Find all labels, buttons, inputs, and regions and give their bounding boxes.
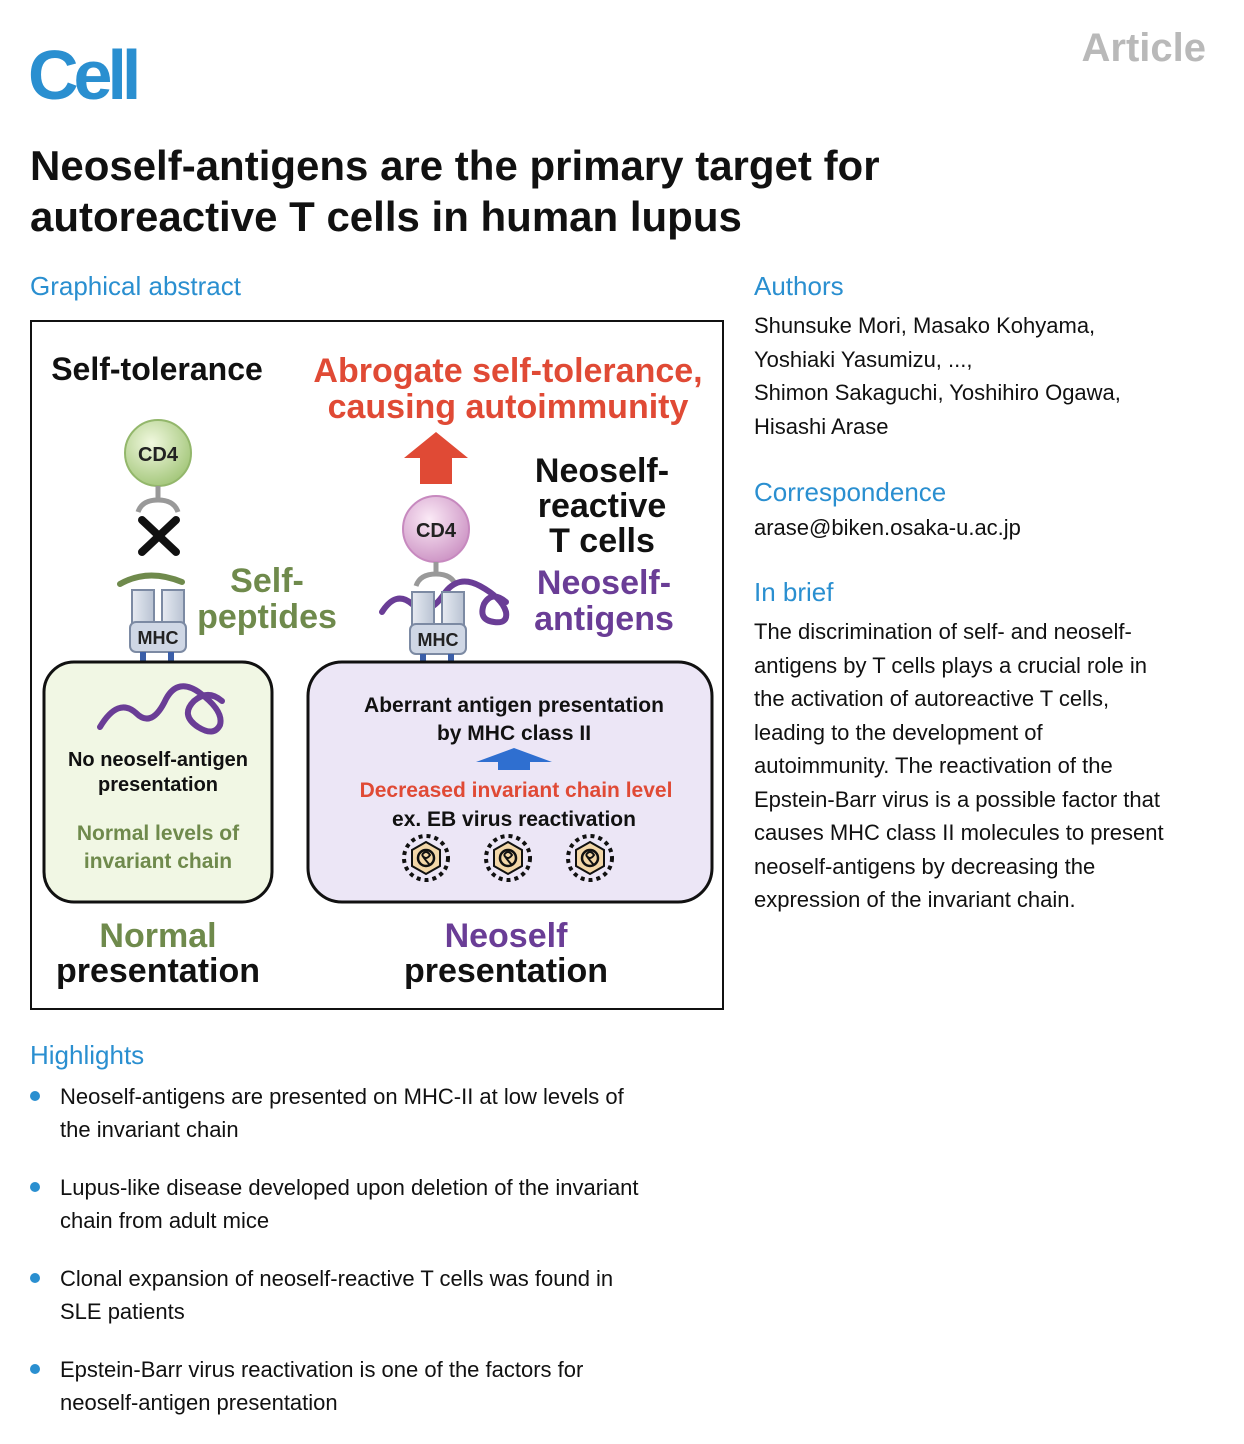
neoself-reactive-label-3: T cells — [549, 522, 655, 560]
author-line: Yoshiaki Yasumizu, ..., — [754, 346, 973, 372]
neoself-box-line-3: Decreased invariant chain level — [360, 779, 673, 802]
authors-list: Shunsuke Mori, Masako Kohyama, Yoshiaki … — [754, 309, 1214, 443]
in-brief-heading: In brief — [754, 577, 834, 607]
normal-box-line-4: invariant chain — [84, 850, 232, 873]
cd4-tcell-left: CD4 — [124, 419, 192, 513]
in-brief-line: neoself-antigens by decreasing the — [754, 853, 1096, 879]
bullet-icon — [30, 1182, 40, 1192]
abrogate-title-2: causing autoimmunity — [328, 388, 689, 426]
highlights-list: Neoself-antigens are presented on MHC-II… — [30, 1080, 730, 1444]
author-line: Shunsuke Mori, Masako Kohyama, — [754, 313, 1096, 338]
self-peptide-strand — [117, 572, 185, 587]
svg-text:CD4: CD4 — [416, 520, 457, 542]
abrogate-title-1: Abrogate self-tolerance, — [313, 352, 702, 390]
neoself-box-line-1: Aberrant antigen presentation — [364, 694, 664, 717]
eb-virus-icon — [402, 834, 450, 882]
in-brief-text: The discrimination of self- and neoself-… — [754, 615, 1224, 917]
highlight-item: Neoself-antigens are presented on MHC-II… — [30, 1080, 730, 1171]
in-brief-line: causes MHC class II molecules to present — [754, 820, 1164, 845]
correspondence-heading: Correspondence — [754, 477, 947, 507]
neoself-box-line-2: by MHC class II — [437, 722, 591, 745]
neoself-footer-2: presentation — [404, 952, 608, 990]
in-brief-line: the activation of autoreactive T cells, — [754, 686, 1110, 711]
in-brief-line: The discrimination of self- and neoself- — [754, 619, 1132, 644]
correspondence-email[interactable]: arase@biken.osaka-u.ac.jp — [754, 515, 1021, 540]
journal-logo: Cell — [28, 36, 141, 114]
in-brief-line: expression of the invariant chain. — [754, 887, 1076, 912]
in-brief-line: leading to the development of — [754, 719, 1043, 745]
svg-text:MHC: MHC — [418, 630, 459, 650]
neoself-antigens-label-1: Neoself- — [537, 564, 671, 602]
in-brief-line: antigens by T cells plays a crucial role… — [754, 652, 1147, 678]
block-x-icon — [138, 516, 180, 556]
bullet-icon — [30, 1273, 40, 1283]
activation-arrow-up-icon — [404, 432, 468, 484]
upregulation-arrow-icon — [476, 748, 552, 770]
normal-footer-1: Normal — [99, 917, 216, 955]
self-peptides-label-2: peptides — [197, 598, 337, 636]
paper-title: Neoself-antigens are the primary target … — [30, 142, 880, 240]
highlight-item: Lupus-like disease developed upon deleti… — [30, 1171, 730, 1262]
highlight-item: Epstein-Barr virus reactivation is one o… — [30, 1353, 730, 1444]
graphical-abstract-svg: Self-tolerance CD4 MHC Self- peptides No… — [42, 351, 714, 990]
neoself-antigens-label-2: antigens — [534, 600, 674, 638]
normal-footer-2: presentation — [56, 952, 260, 990]
normal-box-line-3: Normal levels of — [77, 822, 240, 845]
neoself-antigen-free-icon — [97, 683, 225, 735]
eb-virus-icon — [566, 834, 614, 882]
in-brief-line: autoimmunity. The reactivation of the — [754, 753, 1113, 778]
highlights-heading: Highlights — [30, 1040, 145, 1070]
normal-box-line-2: presentation — [98, 774, 218, 796]
article-type-label: Article — [1081, 26, 1207, 70]
neoself-reactive-label-2: reactive — [538, 487, 667, 525]
graphical-abstract-figure: Self-tolerance CD4 MHC Self- peptides No… — [30, 320, 724, 1010]
svg-text:MHC: MHC — [138, 628, 179, 648]
neoself-box-line-4: ex. EB virus reactivation — [392, 808, 636, 831]
cd4-tcell-right: CD4 — [402, 495, 470, 587]
author-line: Shimon Sakaguchi, Yoshihiro Ogawa, — [754, 380, 1121, 405]
in-brief-line: Epstein-Barr virus is a possible factor … — [754, 786, 1160, 812]
graphical-abstract-heading: Graphical abstract — [30, 271, 241, 301]
normal-box-line-1: No neoself-antigen — [68, 749, 248, 771]
self-peptides-label-1: Self- — [230, 562, 304, 600]
mhc-right: MHC — [379, 578, 510, 690]
highlight-item: Clonal expansion of neoself-reactive T c… — [30, 1262, 730, 1353]
neoself-footer-1: Neoself — [445, 917, 568, 955]
bullet-icon — [30, 1091, 40, 1101]
neoself-reactive-label-1: Neoself- — [535, 452, 669, 490]
svg-text:CD4: CD4 — [138, 444, 179, 466]
bullet-icon — [30, 1364, 40, 1374]
neoself-presentation-box — [306, 660, 714, 904]
self-tolerance-title: Self-tolerance — [51, 351, 263, 387]
eb-virus-icon — [484, 834, 532, 882]
author-line: Hisashi Arase — [754, 413, 889, 439]
authors-heading: Authors — [754, 271, 844, 301]
